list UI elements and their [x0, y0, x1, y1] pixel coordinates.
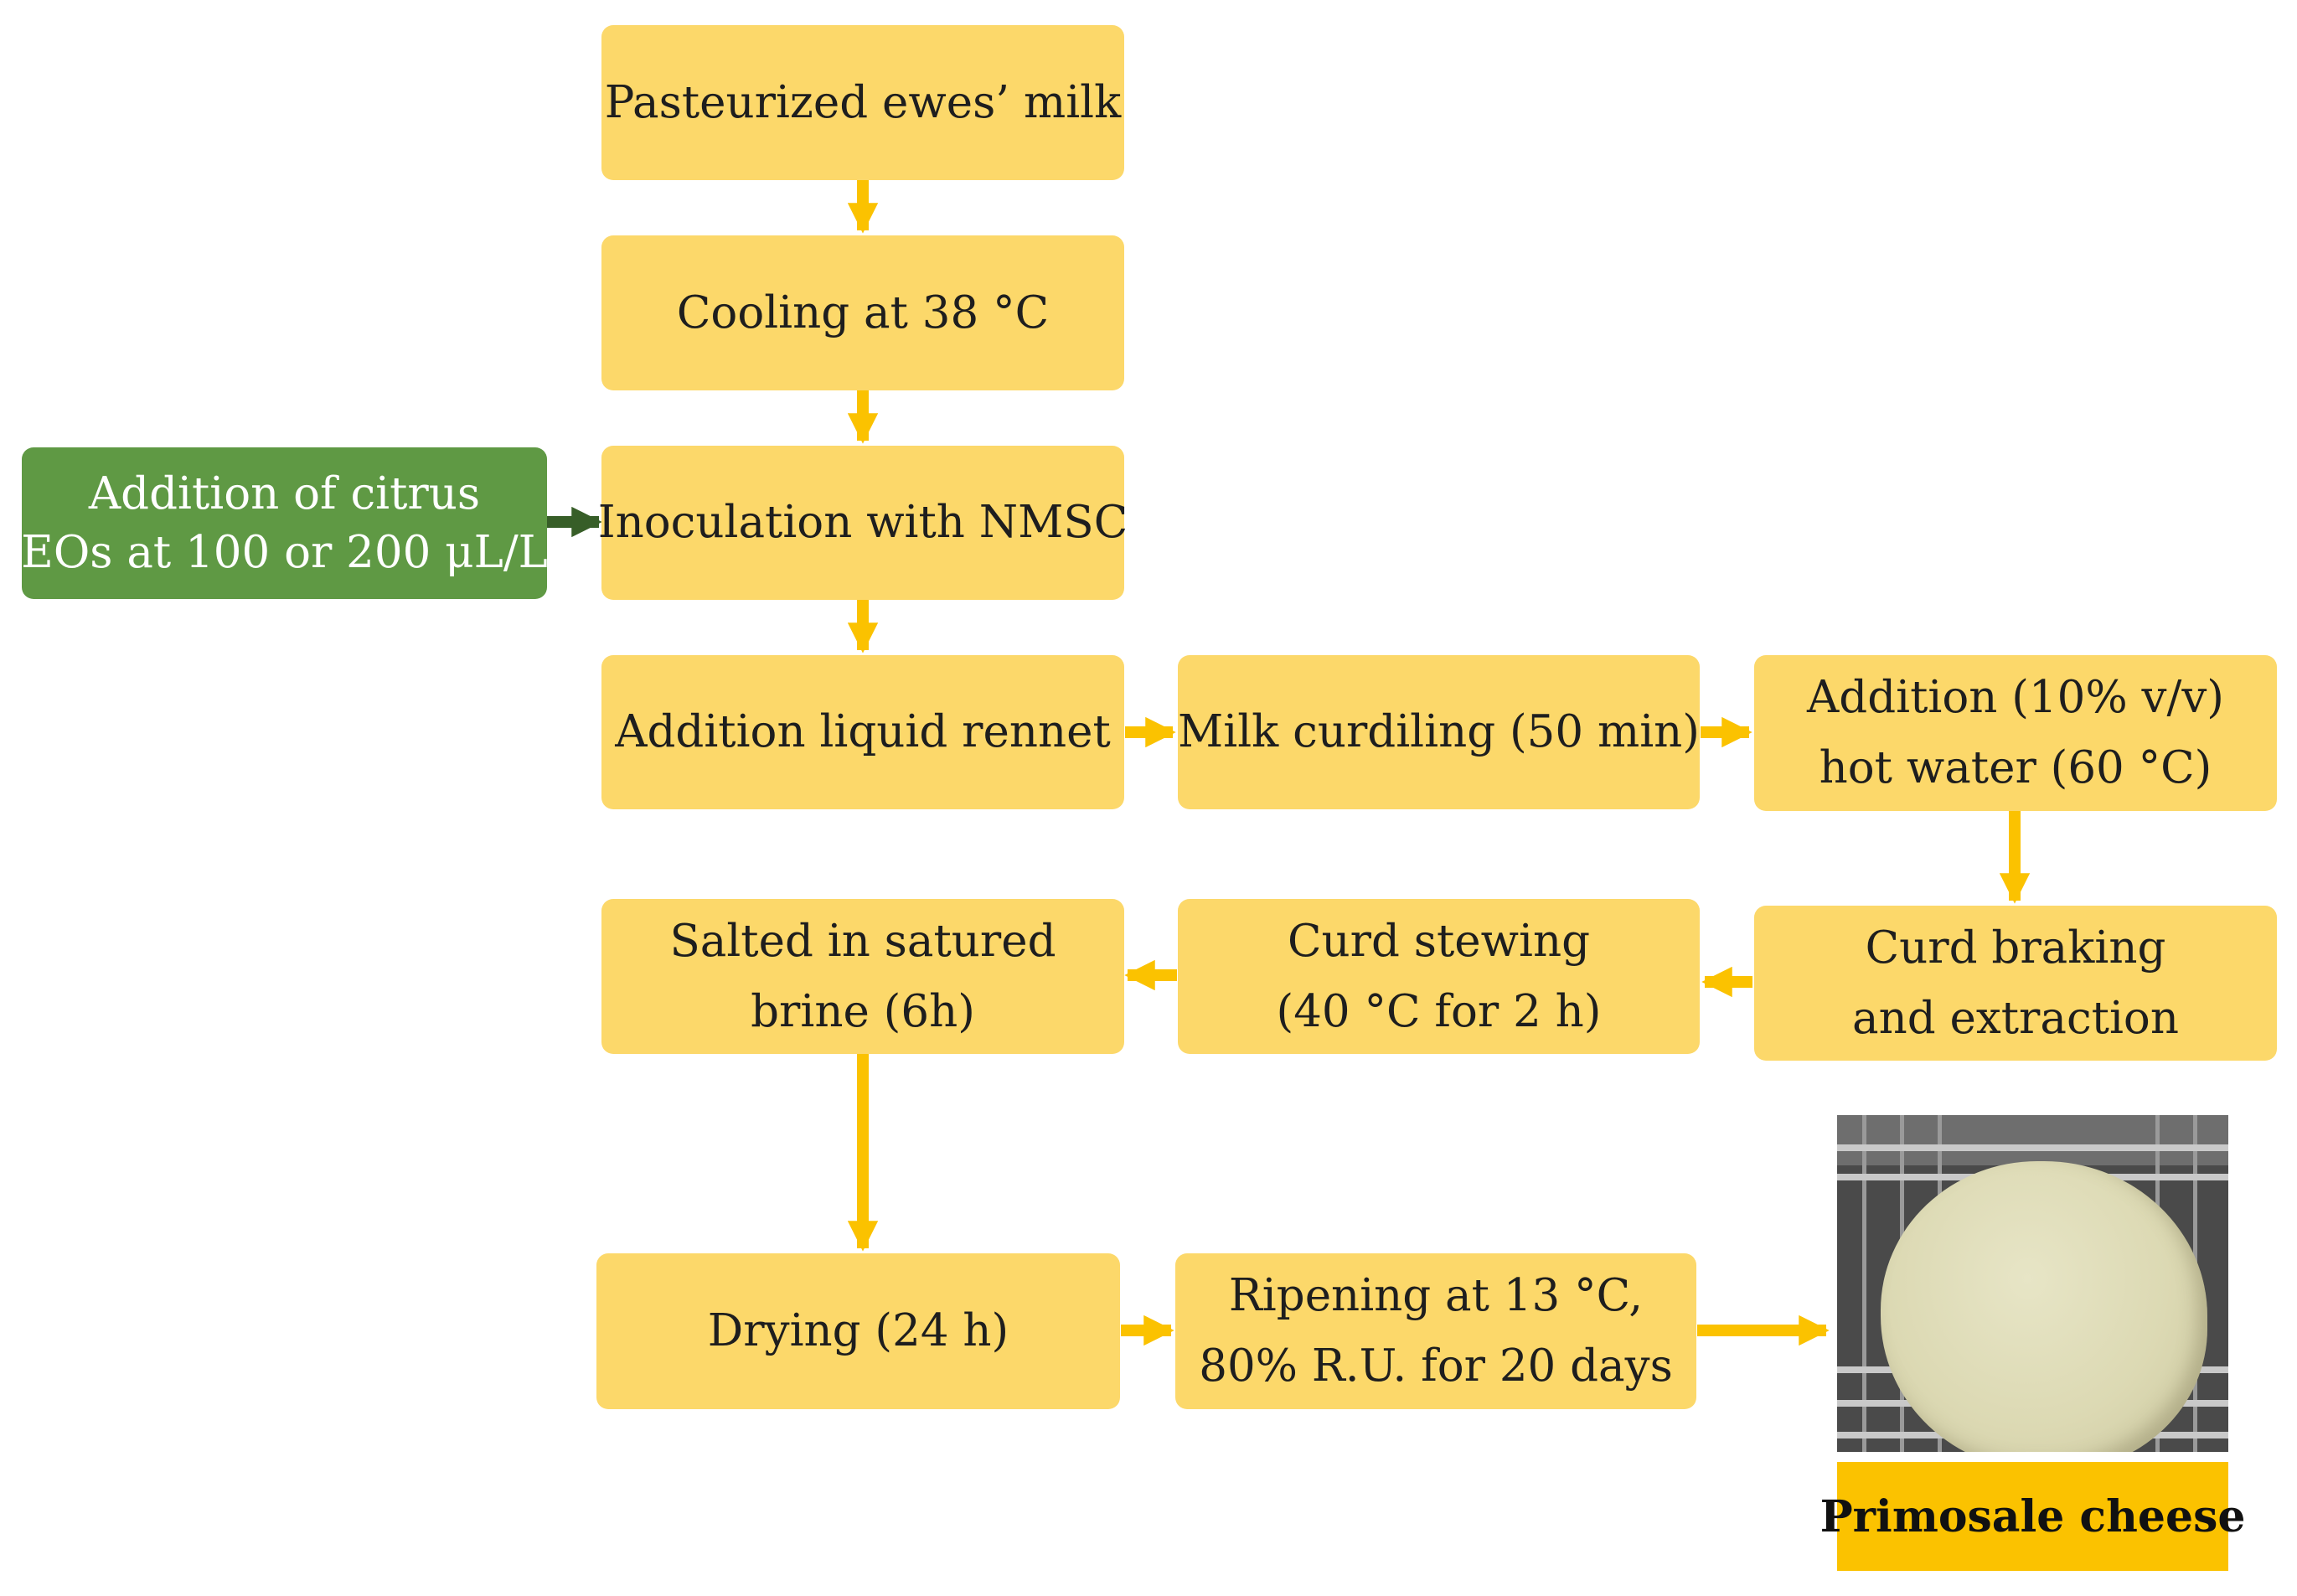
step-milk-curdling-line-1: Milk curdiling (50 min) [1178, 706, 1700, 757]
rack-wire [1862, 1115, 1866, 1452]
step-curd-stewing-line-2: (40 °C for 2 h) [1276, 985, 1602, 1037]
step-salted-brine-line-2: brine (6h) [751, 985, 975, 1037]
step-curd-braking-line-1: Curd braking [1865, 922, 2166, 974]
addition-eos-line-2: EOs at 100 or 200 μL/L [21, 526, 548, 578]
step-hot-water-line-1: Addition (10% v/v) [1807, 672, 2224, 723]
primosale-cheese-label-text: Primosale cheese [1820, 1490, 2246, 1542]
step-curd-stewing-line-1: Curd stewing [1287, 915, 1591, 967]
step-ripening: Ripening at 13 °C, 80% R.U. for 20 days [1175, 1253, 1696, 1409]
step-pasteurized-milk-line-1: Pasteurized ewes’ milk [604, 76, 1122, 128]
addition-eos-line-1: Addition of citrus [88, 467, 481, 519]
step-ripening-line-2: 80% R.U. for 20 days [1199, 1340, 1673, 1392]
step-cooling-line-1: Cooling at 38 °C [676, 287, 1050, 338]
step-inoculation-line-1: Inoculation with NMSC [597, 497, 1128, 548]
step-hot-water-line-2: hot water (60 °C) [1819, 742, 2212, 793]
cheese-photo [1837, 1115, 2228, 1452]
step-liquid-rennet: Addition liquid rennet [601, 655, 1124, 809]
step-hot-water: Addition (10% v/v) hot water (60 °C) [1754, 655, 2277, 811]
step-curd-stewing: Curd stewing (40 °C for 2 h) [1178, 899, 1700, 1054]
photo-background-top [1837, 1115, 2228, 1165]
rack-wire [1837, 1144, 2228, 1151]
step-curd-braking: Curd braking and extraction [1754, 906, 2277, 1061]
step-inoculation: Inoculation with NMSC [598, 446, 1128, 600]
step-cooling: Cooling at 38 °C [601, 235, 1124, 390]
step-curd-braking-line-2: and extraction [1852, 992, 2179, 1044]
step-ripening-line-1: Ripening at 13 °C, [1228, 1270, 1644, 1321]
step-drying: Drying (24 h) [596, 1253, 1120, 1409]
addition-eos-box: Addition of citrus EOs at 100 or 200 μL/… [21, 447, 548, 599]
step-drying-line-1: Drying (24 h) [707, 1305, 1009, 1356]
step-milk-curdling: Milk curdiling (50 min) [1178, 655, 1700, 809]
step-pasteurized-milk: Pasteurized ewes’ milk [601, 25, 1124, 180]
step-liquid-rennet-line-1: Addition liquid rennet [615, 706, 1111, 757]
step-salted-brine-line-1: Salted in satured [669, 915, 1056, 967]
step-salted-brine: Salted in satured brine (6h) [601, 899, 1124, 1054]
cheese-wheel [1881, 1161, 2207, 1452]
primosale-cheese-label: Primosale cheese [1820, 1462, 2245, 1571]
